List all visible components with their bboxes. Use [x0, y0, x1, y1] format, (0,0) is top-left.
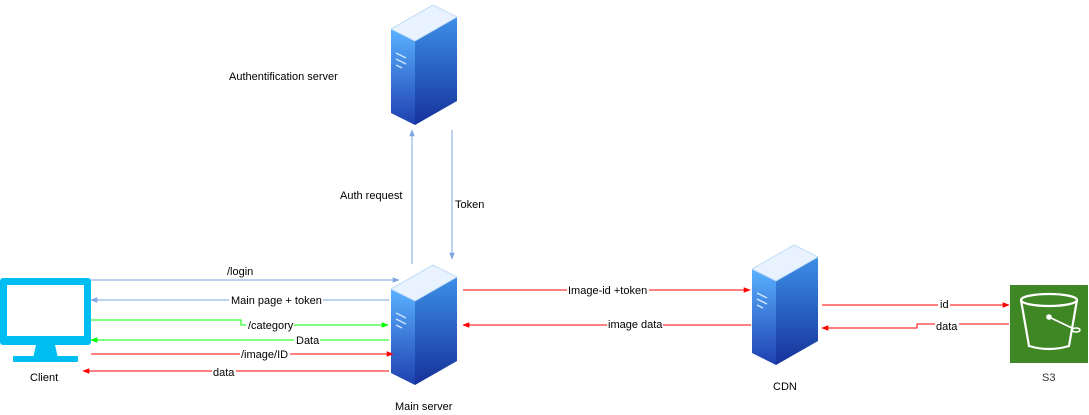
cdn-server-icon: [752, 244, 819, 366]
category-label: /category: [248, 320, 294, 332]
image-data-label: image data: [608, 319, 663, 331]
s3-data-label: data: [936, 321, 958, 333]
bucket-icon: [1010, 285, 1088, 363]
main-page-token-label: Main page + token: [231, 295, 322, 307]
cdn-label: CDN: [773, 381, 797, 393]
data-green-label: Data: [296, 335, 320, 347]
auth-request-label: Auth request: [340, 190, 402, 202]
s3-label: S3: [1042, 372, 1055, 384]
image-id-token-label: Image-id +token: [568, 285, 647, 297]
monitor-icon: [0, 278, 91, 362]
main-server-label: Main server: [395, 401, 453, 413]
id-label: id: [940, 299, 949, 311]
auth-server-label: Authentification server: [229, 71, 338, 83]
image-id-label: /image/ID: [241, 349, 288, 361]
data-red-label: data: [213, 367, 235, 379]
main-server-icon: [391, 264, 458, 386]
token-label: Token: [455, 199, 484, 211]
login-label: /login: [227, 266, 253, 278]
client-label: Client: [30, 372, 58, 384]
auth-server-icon: [391, 4, 458, 126]
s3-data-edge: [821, 323, 1009, 331]
category-edge: [91, 319, 389, 328]
